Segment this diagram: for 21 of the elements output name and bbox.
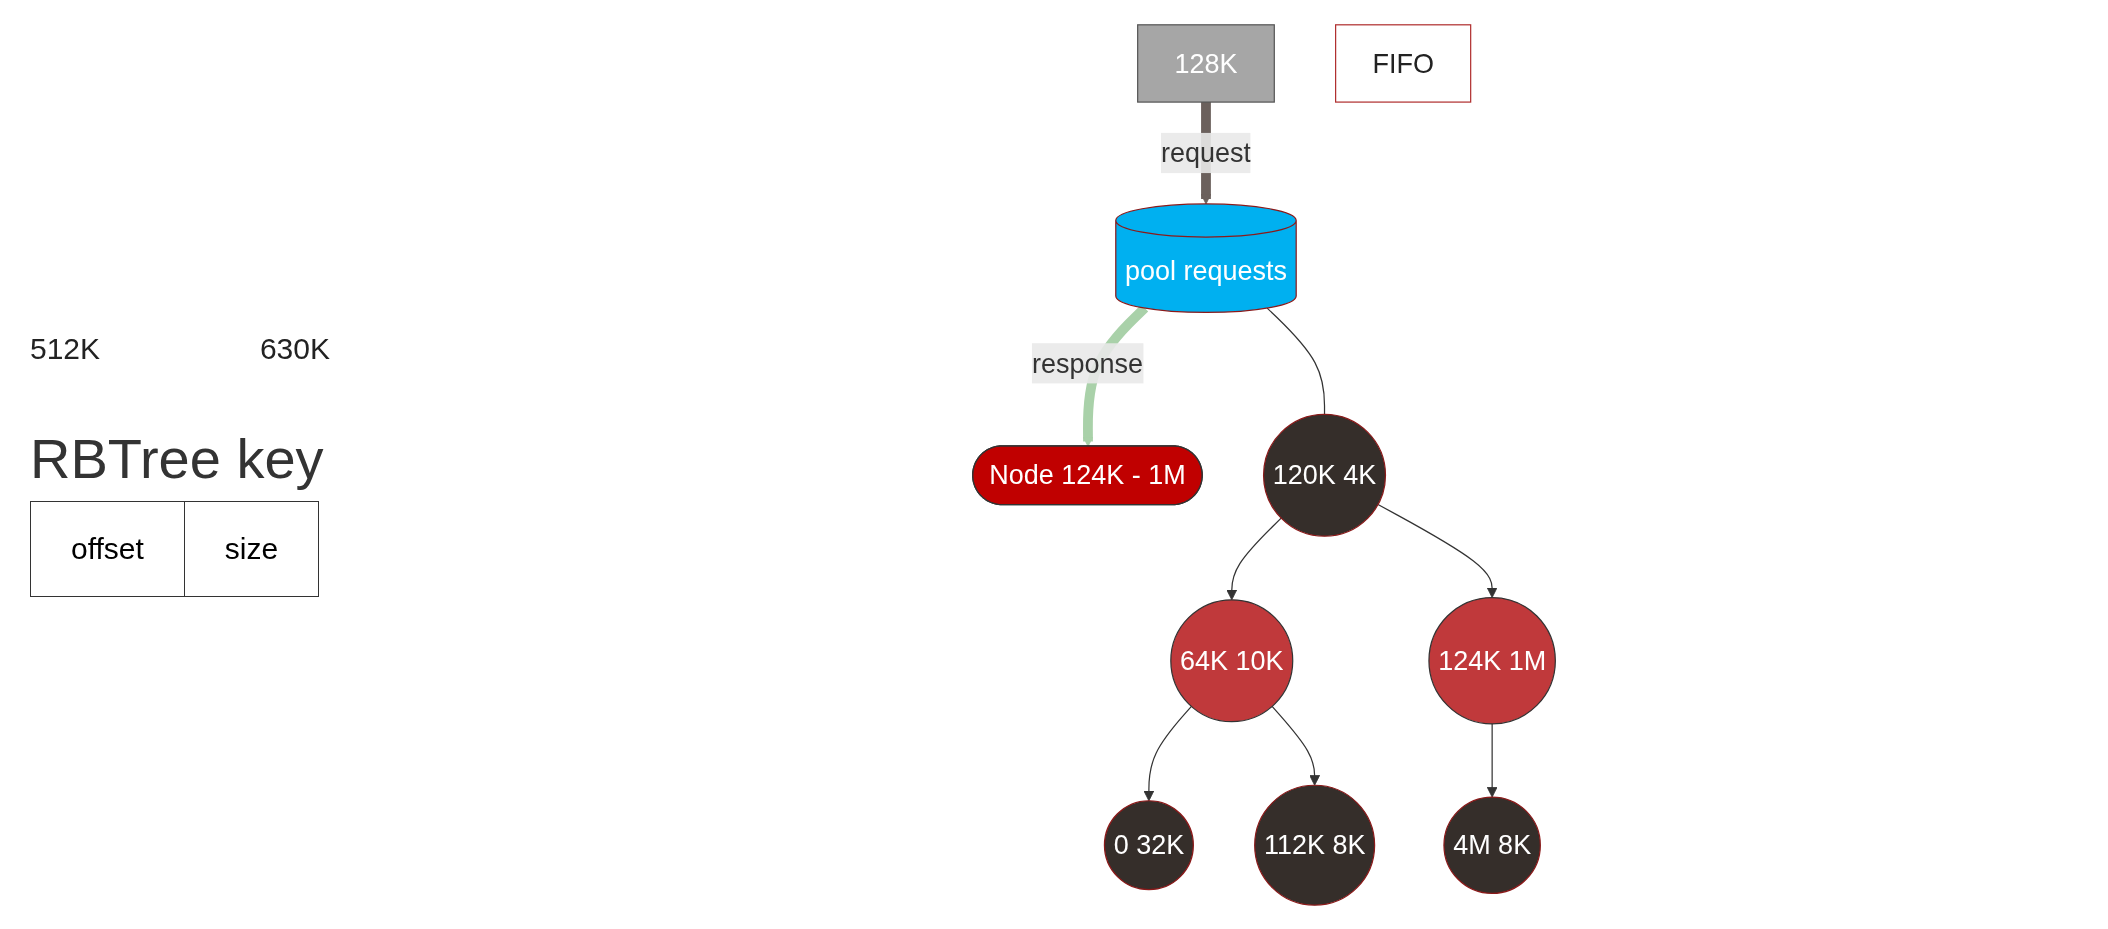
- node-circle: 0 32K: [1103, 799, 1194, 890]
- offset-label: 512K: [30, 332, 101, 366]
- node-circle: 64K 10K: [1170, 598, 1294, 722]
- table-cell: offset: [30, 501, 185, 597]
- arrow: [1486, 722, 1498, 797]
- offset-label: 630K: [259, 332, 330, 366]
- edge-label: response: [1031, 347, 1143, 379]
- table-title: RBTree key: [30, 426, 325, 491]
- node-circle: 112K 8K: [1254, 784, 1376, 906]
- node-circle: 4M 8K: [1443, 795, 1541, 894]
- connector: [1266, 306, 1326, 415]
- node-box: 128K: [1137, 23, 1275, 103]
- node-circle: 120K 4K: [1262, 413, 1387, 537]
- table-cell: size: [184, 501, 319, 597]
- node-box: FIFO: [1335, 23, 1472, 103]
- node-circle: 124K 1M: [1428, 596, 1556, 725]
- arrow: [1271, 705, 1321, 786]
- arrow: [1377, 503, 1498, 598]
- arrow: [1143, 705, 1193, 801]
- edge-label: request: [1160, 137, 1251, 168]
- arrow: [1226, 516, 1282, 600]
